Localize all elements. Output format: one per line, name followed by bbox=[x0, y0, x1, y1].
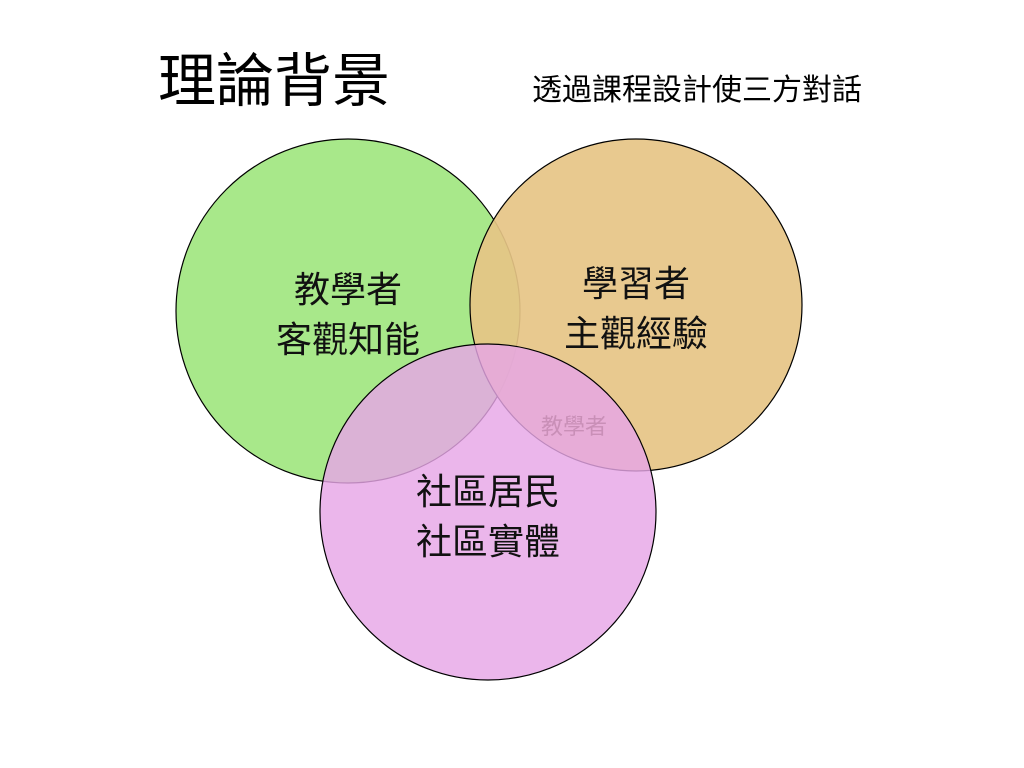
venn-circle-community bbox=[319, 343, 657, 681]
community-label-line1: 社區居民 bbox=[416, 472, 560, 513]
learner-label-line2: 主觀經驗 bbox=[564, 314, 708, 355]
slide-title: 理論背景 bbox=[158, 47, 391, 115]
teacher-label-line1: 教學者 bbox=[294, 270, 402, 311]
slide-subtitle: 透過課程設計使三方對話 bbox=[532, 73, 862, 108]
overlap-label: 教學者 bbox=[541, 415, 607, 440]
learner-label-line1: 學習者 bbox=[582, 264, 690, 305]
community-label-line2: 社區實體 bbox=[416, 522, 560, 563]
teacher-label-line2: 客觀知能 bbox=[276, 320, 420, 361]
